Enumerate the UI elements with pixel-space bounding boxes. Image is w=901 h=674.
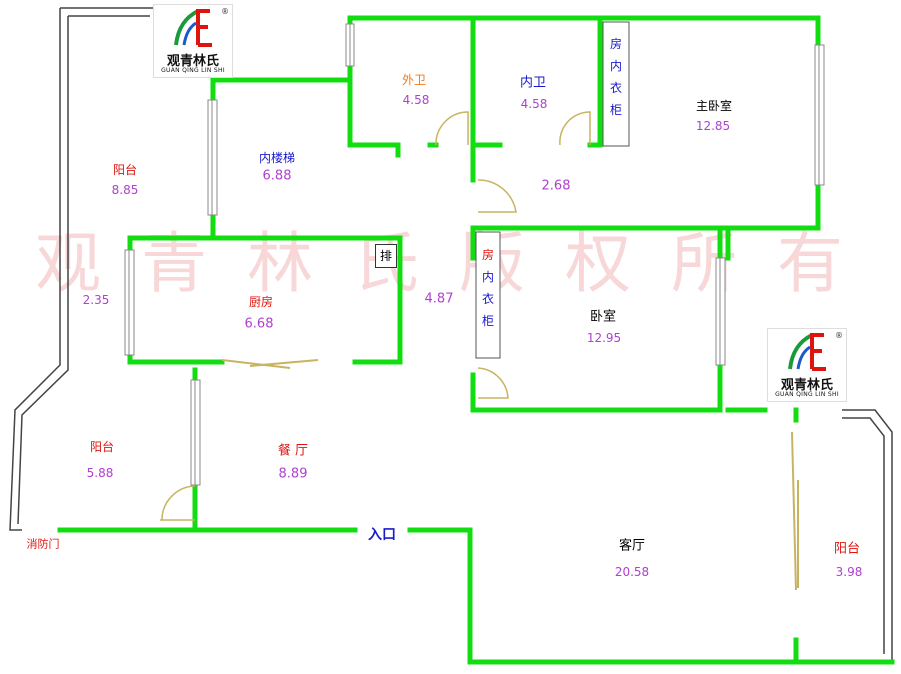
room-area-bedroom: 12.95 xyxy=(586,331,622,345)
door-living-slide-a xyxy=(791,431,797,591)
door-kitchen-slide-b xyxy=(249,359,319,367)
room-area-hall: 2.68 xyxy=(541,178,571,194)
closet-char: 柜 xyxy=(481,314,494,328)
fire-door-label: 消防门 xyxy=(26,537,60,551)
room-area-stair: 6.88 xyxy=(262,168,292,184)
closet-bedroom-outline xyxy=(475,231,501,359)
room-name-bedroom: 卧室 xyxy=(589,309,617,325)
wall-kitchen xyxy=(127,235,403,365)
closet-char: 房 xyxy=(481,248,494,262)
closet-char: 内 xyxy=(481,270,494,284)
room-name-balcony-top: 阳台 xyxy=(112,163,138,177)
room-area-inner-bath: 4.58 xyxy=(520,97,548,111)
room-name-outer-bath: 外卫 xyxy=(401,73,427,87)
wall-bedroom xyxy=(470,225,723,413)
registered-mark: ® xyxy=(835,331,843,340)
room-name-stair: 内楼梯 xyxy=(258,151,296,165)
wall-bottom-entry xyxy=(407,527,895,665)
logo-name: 观青林氏 xyxy=(166,54,219,69)
room-area-corridor: 4.87 xyxy=(424,291,454,307)
door-bedroom xyxy=(477,367,509,399)
balcony-left-outline xyxy=(9,7,155,531)
room-name-inner-bath: 内卫 xyxy=(519,75,547,91)
room-name-balcony-right: 阳台 xyxy=(833,541,861,557)
door-outer-bath xyxy=(435,111,469,146)
door-kitchen-slide-a xyxy=(221,359,291,369)
room-area-master: 12.85 xyxy=(695,119,731,133)
room-area-dining: 8.89 xyxy=(278,466,308,482)
room-area-outer-bath: 4.58 xyxy=(402,93,430,107)
door-inner-bath xyxy=(559,111,591,146)
room-area-living: 20.58 xyxy=(614,565,650,579)
room-name-dining: 餐 厅 xyxy=(277,443,309,459)
room-name-kitchen: 厨房 xyxy=(248,295,274,309)
room-name-balcony-low: 阳台 xyxy=(89,440,115,454)
closet-char: 房 xyxy=(609,37,622,51)
entrance-label: 入口 xyxy=(365,524,399,544)
wall-top xyxy=(347,15,821,231)
registered-mark: ® xyxy=(221,7,229,16)
leaf-ue-logo-icon xyxy=(788,333,826,371)
logo-name: 观青林氏 xyxy=(780,378,833,393)
closet-char: 柜 xyxy=(609,103,622,117)
closet-bedroom-label: 房 内 衣 柜 xyxy=(481,244,495,332)
door-master xyxy=(477,179,517,213)
logo-subtitle: GUAN QING LIN SHI xyxy=(161,67,225,74)
room-name-living: 客厅 xyxy=(618,538,646,554)
closet-char: 内 xyxy=(609,59,622,73)
leaf-ue-logo-icon xyxy=(174,9,212,47)
exhaust-duct-label: 排 xyxy=(375,244,397,268)
room-name-master: 主卧室 xyxy=(695,99,733,113)
logo-subtitle: GUAN QING LIN SHI xyxy=(775,391,839,398)
brand-logo-top: ® 观青林氏 GUAN QING LIN SHI xyxy=(153,4,233,78)
room-area-balcony-top: 8.85 xyxy=(111,183,139,197)
closet-char: 衣 xyxy=(481,292,494,306)
room-area-kitchen: 6.68 xyxy=(244,316,274,332)
room-area-balcony-low: 5.88 xyxy=(86,466,114,480)
brand-logo-right: ® 观青林氏 GUAN QING LIN SHI xyxy=(767,328,847,402)
room-area-balcony-mid: 2.35 xyxy=(82,293,110,307)
balcony-right-outline xyxy=(842,409,893,662)
door-dining-balcony xyxy=(160,485,196,521)
closet-master-label: 房 内 衣 柜 xyxy=(609,33,623,121)
closet-char: 衣 xyxy=(609,81,622,95)
room-area-balcony-right: 3.98 xyxy=(835,565,863,579)
closet-master-outline xyxy=(602,21,630,147)
